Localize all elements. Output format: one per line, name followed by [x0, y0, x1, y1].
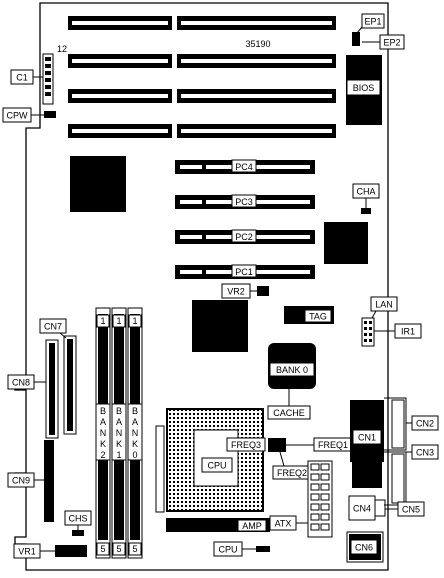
freq1-callout: FREQ1: [318, 440, 348, 450]
svg-text:B: B: [116, 406, 122, 416]
board-number: 35190: [245, 39, 270, 49]
cn7-callout-box: [39, 318, 67, 334]
freq-jumpers: [268, 438, 286, 452]
cn6-callout: CN6: [355, 543, 373, 553]
cn2-callout: CN2: [416, 419, 434, 429]
pci-slot-pc2: PC2: [175, 229, 315, 244]
svg-text:A: A: [100, 417, 106, 427]
header-number: 12: [57, 44, 67, 54]
cn4-callout: CN4: [353, 504, 371, 514]
svg-text:0: 0: [132, 450, 137, 460]
svg-text:2: 2: [100, 450, 105, 460]
cpu-socket-label: CPU: [207, 461, 226, 471]
pc4-label: PC4: [235, 162, 253, 172]
svg-text:N: N: [132, 428, 139, 438]
vr1-header: [55, 545, 87, 557]
cpu-socket: CPU: [155, 408, 264, 513]
cpw-jumper: [44, 111, 56, 118]
ir1-header: [361, 317, 375, 347]
bank0-label: BANK 0: [276, 365, 308, 375]
bank-labels: B A N K 2 B A N K 1 B A N K 0: [95, 403, 143, 461]
svg-text:5: 5: [132, 544, 137, 554]
chipset-chip-3: [192, 300, 248, 352]
c1-callout: C1: [16, 73, 28, 83]
cn8-callout: CN8: [12, 378, 30, 388]
amp-label: AMP: [242, 521, 262, 531]
isa-slots-right: [177, 16, 336, 138]
lan-callout: LAN: [375, 300, 393, 310]
pc2-label: PC2: [235, 232, 253, 242]
io-connectors: CN1: [350, 397, 407, 506]
svg-text:1: 1: [116, 316, 121, 326]
cha-callout: CHA: [356, 187, 375, 197]
pc1-label: PC1: [235, 267, 253, 277]
svg-text:5: 5: [116, 544, 121, 554]
cache-callout: CACHE: [273, 408, 305, 418]
vr2-callout: VR2: [227, 287, 245, 297]
atx-callout: ATX: [275, 519, 292, 529]
pci-slot-pc1: PC1: [175, 264, 315, 279]
svg-text:N: N: [116, 428, 123, 438]
svg-text:N: N: [100, 428, 107, 438]
chs-jumper: [72, 530, 84, 536]
cpu-jumper-callout: CPU: [218, 545, 237, 555]
ep1-callout-box: [361, 13, 385, 29]
svg-text:B: B: [132, 406, 138, 416]
atx-connector: [307, 460, 333, 538]
ep-jumper: [352, 32, 360, 46]
bios-label: BIOS: [353, 83, 375, 93]
pci-slot-pc4: PC4: [175, 159, 315, 174]
ir1-callout: IR1: [401, 327, 415, 337]
svg-text:1: 1: [116, 450, 121, 460]
chipset-chip-1: [70, 156, 126, 212]
svg-text:1: 1: [100, 316, 105, 326]
svg-text:K: K: [116, 439, 122, 449]
tag-label: TAG: [309, 312, 327, 322]
freq3-callout: FREQ3: [231, 440, 261, 450]
pc3-label: PC3: [235, 197, 253, 207]
cn7-callout: CN7: [44, 322, 62, 332]
ep1-callout: EP1: [364, 17, 381, 27]
cn3-callout: CN3: [416, 448, 434, 458]
svg-text:K: K: [132, 439, 138, 449]
svg-text:B: B: [100, 406, 106, 416]
chs-callout: CHS: [68, 514, 87, 524]
freq2-callout: FREQ2: [277, 468, 307, 478]
svg-text:1: 1: [132, 316, 137, 326]
cha-jumper: [361, 208, 371, 214]
bank0-label-box: [269, 362, 315, 377]
vr2-jumper: [257, 286, 269, 296]
cpw-callout: CPW: [7, 111, 29, 121]
svg-text:5: 5: [100, 544, 105, 554]
cn9-callout: CN9: [12, 476, 30, 486]
chipset-chip-2: [324, 222, 368, 264]
vr1-callout: VR1: [18, 547, 36, 557]
freq3-callout-box: [226, 437, 266, 452]
simm-end-marks: 1 1 1 5 5 5: [96, 314, 142, 556]
cn4-connector: [348, 495, 376, 521]
cpu-jumper: [256, 546, 270, 552]
ep2-callout: EP2: [383, 38, 400, 48]
svg-text:A: A: [132, 417, 138, 427]
pci-slot-pc3: PC3: [175, 194, 315, 209]
isa-slots-left: [68, 16, 172, 138]
svg-text:A: A: [116, 417, 122, 427]
cn5-callout: CN5: [402, 505, 420, 515]
bios-label-box: [346, 79, 381, 96]
cn1-callout: CN1: [358, 433, 376, 443]
c1-header-pins: [45, 57, 51, 96]
lan-callout-box: [370, 296, 398, 312]
cn9-header: [44, 440, 54, 522]
svg-text:K: K: [100, 439, 106, 449]
